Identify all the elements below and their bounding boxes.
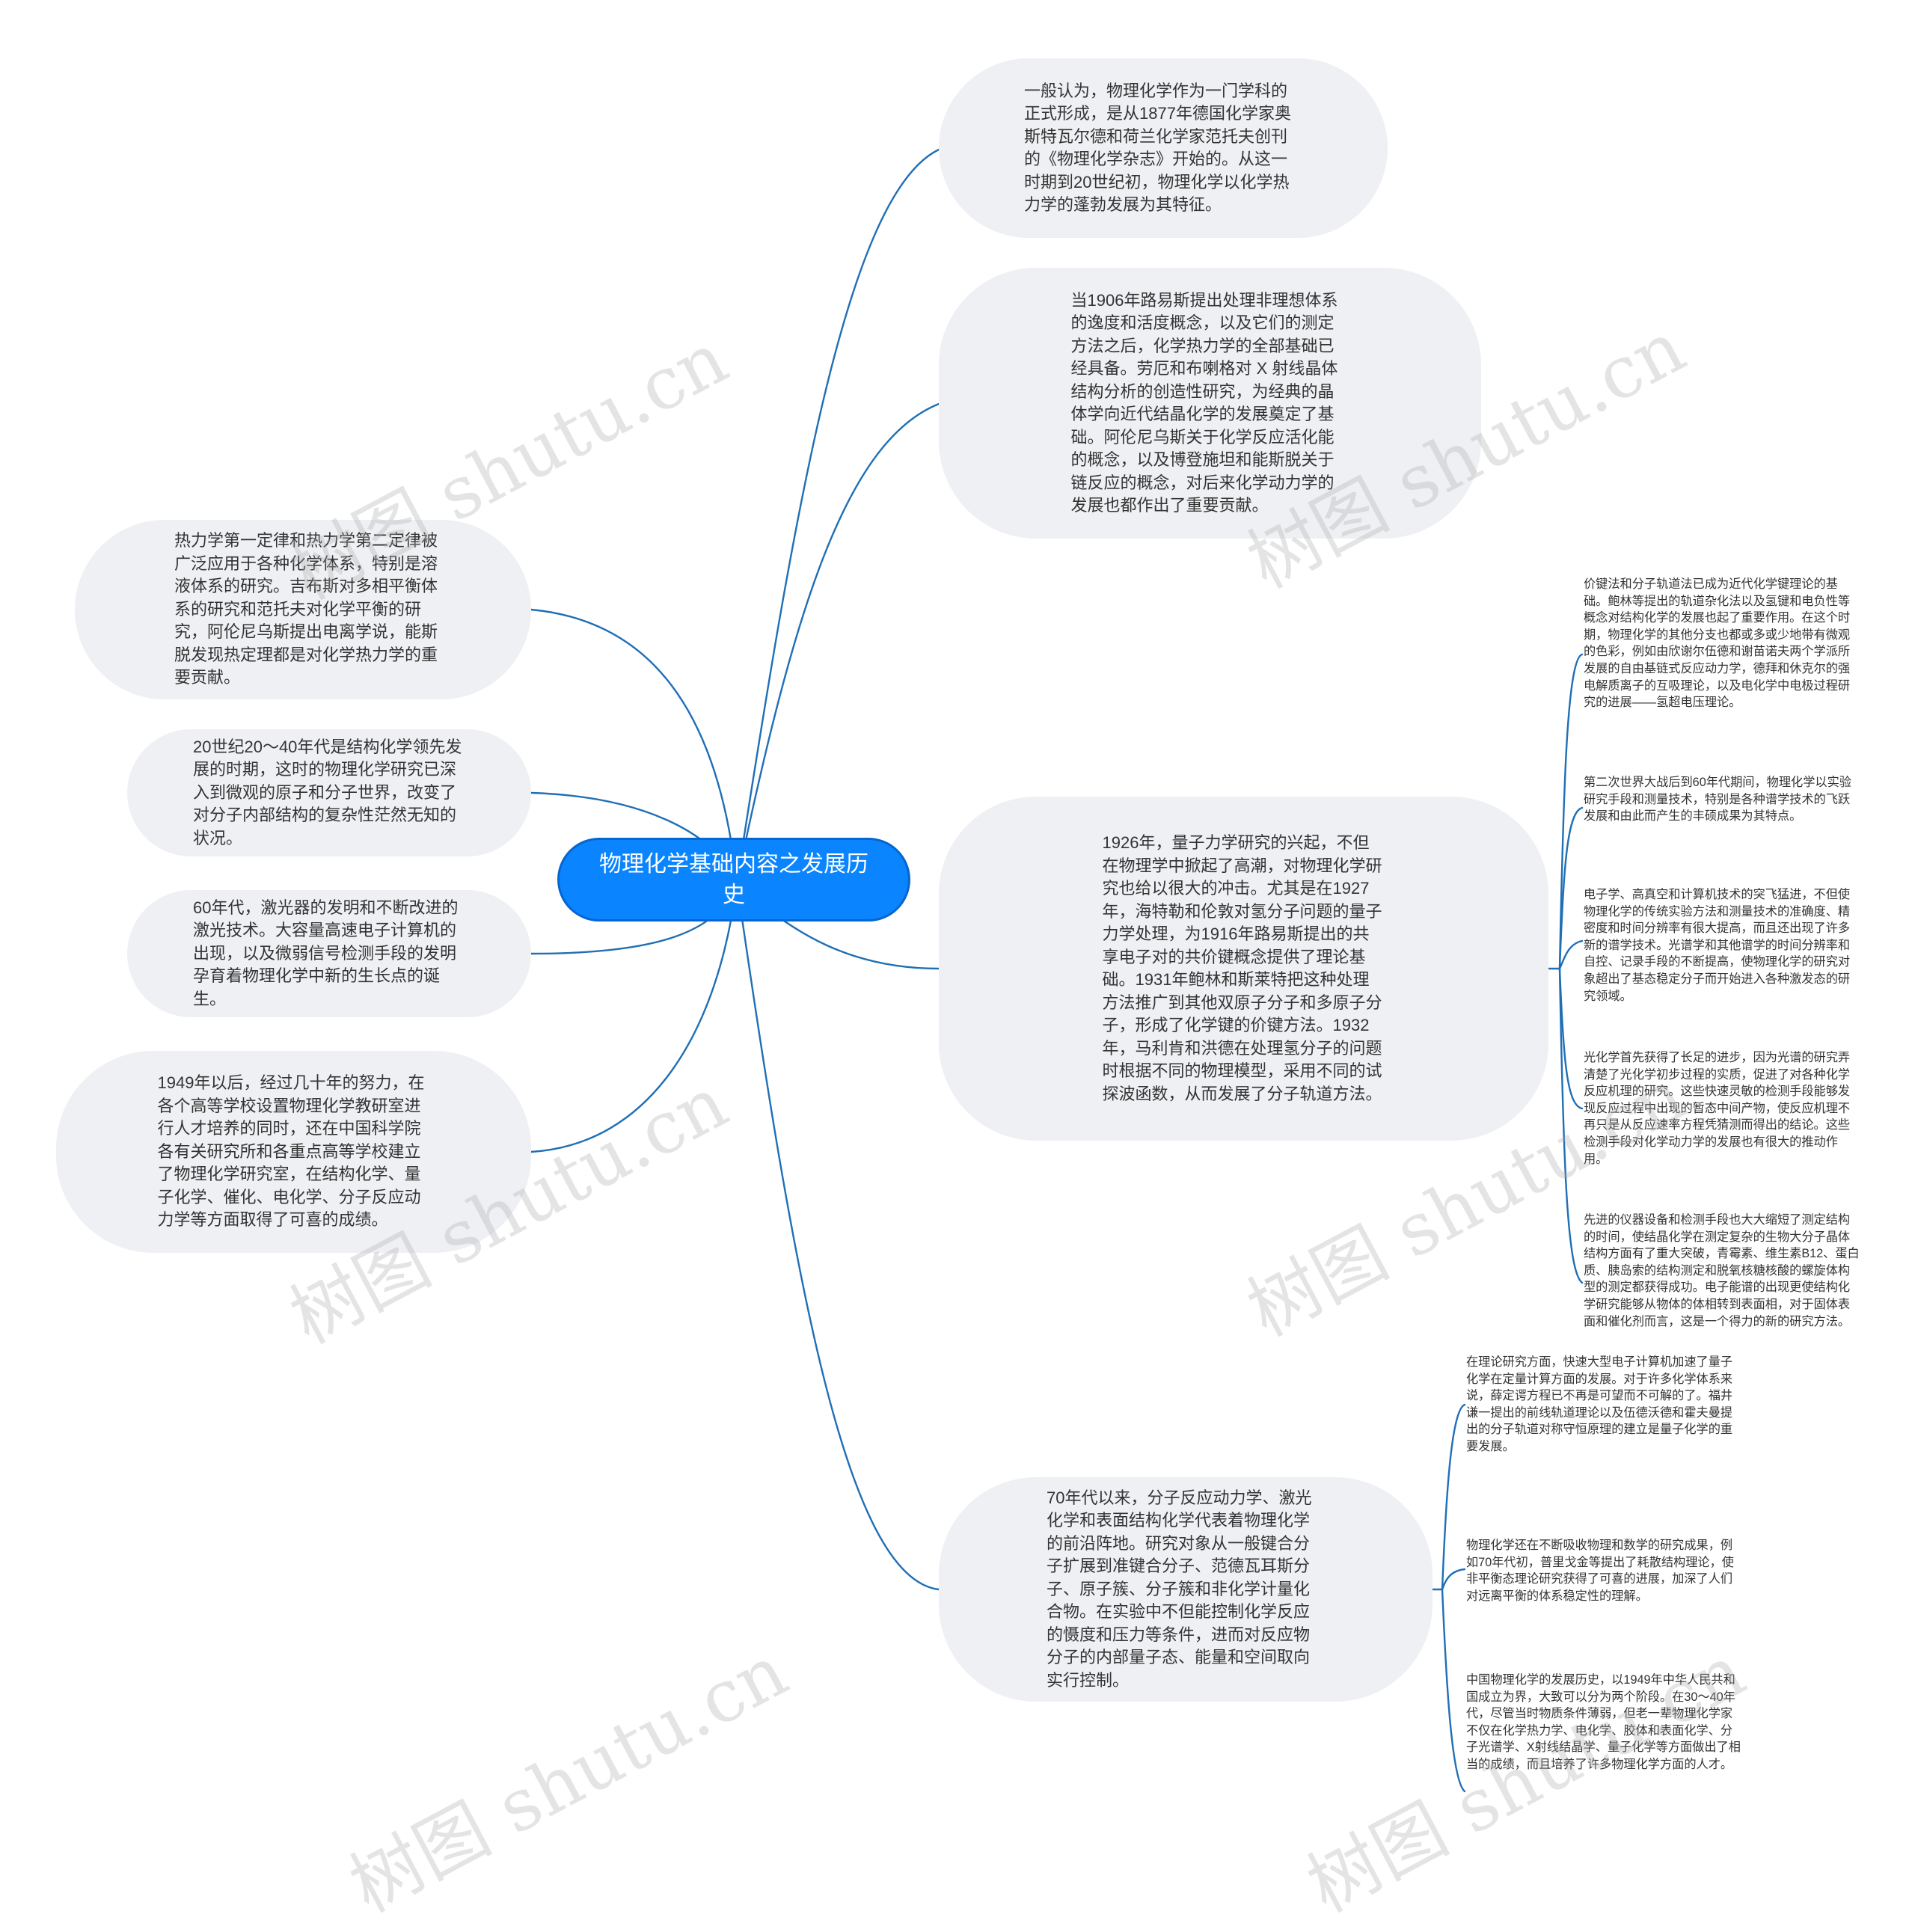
topic-text: 当1906年路易斯提出处理非理想体系的逸度和活度概念，以及它们的测定方法之后，化… [1070,290,1338,515]
topic-node-left-1[interactable]: 热力学第一定律和热力学第二定律被广泛应用于各种化学体系，特别是溶液体系的研究。吉… [75,520,531,699]
bracket-s-1 [1441,1403,1466,1591]
leaf-text: 价键法和分子轨道法已成为近代化学键理论的基础。鲍林等提出的轨道杂化法以及氢键和电… [1584,577,1851,710]
root-node[interactable]: 物理化学基础内容之发展历史 [557,838,910,921]
leaf-quantum-5[interactable]: 先进的仪器设备和检测手段也大大缩短了测定结构的时间，使结晶化学在测定复杂的生物大… [1584,1212,1860,1330]
leaf-quantum-2[interactable]: 第二次世界大战后到60年代期间，物理化学以实验研究手段和测量技术，特别是各种谱学… [1584,774,1860,825]
leaf-text: 第二次世界大战后到60年代期间，物理化学以实验研究手段和测量技术，特别是各种谱学… [1584,776,1851,824]
root-title: 物理化学基础内容之发展历史 [599,852,868,907]
leaf-text: 中国物理化学的发展历史，以1949年中华人民共和国成立为界，大致可以分为两个阶段… [1466,1673,1741,1771]
leaf-quantum-3[interactable]: 电子学、高真空和计算机技术的突飞猛进，不但使物理化学的传统实验方法和测量技术的准… [1584,886,1860,1005]
topic-node-left-2[interactable]: 20世纪20～40年代是结构化学领先发展的时期，这时的物理化学研究已深入到微观的… [127,729,531,856]
topic-text: 70年代以来，分子反应动力学、激光化学和表面结构化学代表着物理化学的前沿阵地。研… [1047,1488,1312,1690]
leaf-quantum-4[interactable]: 光化学首先获得了长足的进步，因为光谱的研究弄清楚了光化学初步过程的实质，促进了对… [1584,1049,1860,1168]
topic-text: 1926年，量子力学研究的兴起，不但在物理学中掀起了高潮，对物理化学研究也给以很… [1102,833,1382,1103]
topic-text: 1949年以后，经过几十年的努力，在各个高等学校设置物理化学教研室进行人才培养的… [157,1073,425,1230]
topic-node-right-3[interactable]: 1926年，量子力学研究的兴起，不但在物理学中掀起了高潮，对物理化学研究也给以很… [939,797,1548,1141]
topic-node-right-1[interactable]: 一般认为，物理化学作为一门学科的正式形成，是从1877年德国化学家奥斯特瓦尔德和… [939,58,1388,238]
topic-text: 20世纪20～40年代是结构化学领先发展的时期，这时的物理化学研究已深入到微观的… [193,737,462,847]
leaf-text: 光化学首先获得了长足的进步，因为光谱的研究弄清楚了光化学初步过程的实质，促进了对… [1584,1051,1851,1166]
bracket-q-5 [1558,967,1584,1284]
leaf-seventies-2[interactable]: 物理化学还在不断吸收物理和数学的研究成果，例如70年代初，普里戈金等提出了耗散结… [1466,1537,1743,1604]
leaf-text: 在理论研究方面，快速大型电子计算机加速了量子化学在定量计算方面的发展。对于许多化… [1466,1355,1733,1453]
bracket-q-4 [1558,967,1584,1110]
edge-root-right-4 [735,881,940,1591]
topic-text: 一般认为，物理化学作为一门学科的正式形成，是从1877年德国化学家奥斯特瓦尔德和… [1024,81,1291,215]
leaf-text: 物理化学还在不断吸收物理和数学的研究成果，例如70年代初，普里戈金等提出了耗散结… [1466,1539,1734,1603]
topic-node-left-4[interactable]: 1949年以后，经过几十年的努力，在各个高等学校设置物理化学教研室进行人才培养的… [56,1051,531,1253]
topic-node-right-4[interactable]: 70年代以来，分子反应动力学、激光化学和表面结构化学代表着物理化学的前沿阵地。研… [939,1477,1433,1702]
leaf-seventies-1[interactable]: 在理论研究方面，快速大型电子计算机加速了量子化学在定量计算方面的发展。对于许多化… [1466,1354,1743,1456]
topic-text: 热力学第一定律和热力学第二定律被广泛应用于各种化学体系，特别是溶液体系的研究。吉… [174,531,438,687]
edge-root-right-1 [735,148,940,884]
leaf-text: 先进的仪器设备和检测手段也大大缩短了测定结构的时间，使结晶化学在测定复杂的生物大… [1584,1213,1860,1328]
bracket-s-2 [1441,1568,1466,1591]
topic-node-left-3[interactable]: 60年代，激光器的发明和不断改进的激光技术。大容量高速电子计算机的出现，以及微弱… [127,890,531,1017]
bracket-q-3 [1558,939,1584,970]
leaf-seventies-3[interactable]: 中国物理化学的发展历史，以1949年中华人民共和国成立为界，大致可以分为两个阶段… [1466,1672,1743,1773]
bracket-q-2 [1558,806,1584,970]
topic-node-right-2[interactable]: 当1906年路易斯提出处理非理想体系的逸度和活度概念，以及它们的测定方法之后，化… [939,268,1481,539]
bracket-q-1 [1558,653,1584,970]
leaf-quantum-1[interactable]: 价键法和分子轨道法已成为近代化学键理论的基础。鲍林等提出的轨道杂化法以及氢键和电… [1584,576,1860,711]
edge-root-right-2 [735,402,940,884]
watermark: 树图 shutu.cn [337,1629,800,1929]
edge-root-left-4 [530,881,738,1153]
bracket-s-3 [1441,1588,1466,1793]
topic-text: 60年代，激光器的发明和不断改进的激光技术。大容量高速电子计算机的出现，以及微弱… [193,898,459,1008]
leaf-text: 电子学、高真空和计算机技术的突飞猛进，不但使物理化学的传统实验方法和测量技术的准… [1584,888,1851,1003]
